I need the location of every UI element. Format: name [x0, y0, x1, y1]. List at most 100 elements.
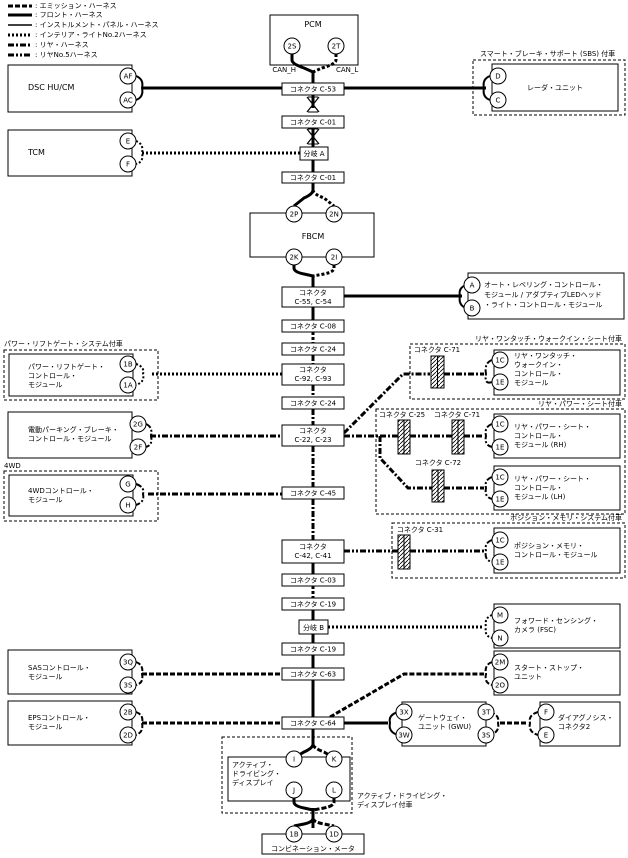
- tcm-label: TCM: [27, 148, 45, 157]
- svg-text:コントロール・: コントロール・: [514, 432, 563, 440]
- svg-text:ウォークイン・: ウォークイン・: [514, 361, 563, 369]
- legend-front: : フロント・ハーネス: [35, 11, 103, 19]
- svg-text:コネクタ C-19: コネクタ C-19: [290, 645, 336, 654]
- dsc-pin-ac: AC: [123, 97, 133, 105]
- ss-pin-2m: 2M: [495, 659, 506, 667]
- startstop-module: 2M 2O スタート・ストップ・ ユニット: [484, 650, 621, 696]
- svg-text:C-55, C-54: C-55, C-54: [294, 298, 332, 306]
- svg-text:ユニット (GWU): ユニット (GWU): [418, 723, 471, 731]
- liftgate-group-label: パワー・リフトゲート・システム付車: [4, 339, 123, 348]
- svg-text:分岐 A: 分岐 A: [303, 149, 324, 158]
- fbcm-pin-2k: 2K: [289, 254, 298, 262]
- svg-text:リヤ・パワー・シート・: リヤ・パワー・シート・: [514, 423, 591, 431]
- memory-conn-label: コネクタ C-31: [397, 525, 443, 534]
- svg-text:モジュール (RH): モジュール (RH): [514, 441, 567, 449]
- svg-text:ディスプレイ: ディスプレイ: [232, 778, 274, 787]
- gwu-module: 3X 3W 3T 3S ゲートウェイ・ ユニット (GWU): [388, 701, 500, 747]
- svg-text:コネクタ C-53: コネクタ C-53: [290, 85, 336, 94]
- memory-group-label: ポジション・メモリ・システム付車: [510, 513, 622, 522]
- ss-pin-2o: 2O: [495, 682, 505, 690]
- rh-pin-1c: 1C: [495, 421, 504, 429]
- svg-text:リヤ・パワー・シート・: リヤ・パワー・シート・: [514, 475, 591, 483]
- svg-text:コントロール・: コントロール・: [28, 372, 77, 380]
- svg-text:モジュール: モジュール: [28, 723, 63, 731]
- meter-pin-1b: 1B: [289, 831, 298, 839]
- memory-pin-1c: 1C: [495, 537, 504, 545]
- svg-text:ユニット: ユニット: [514, 673, 542, 681]
- connector-c03: コネクタ C-03: [281, 573, 345, 587]
- connector-c01-upper: コネクタ C-01: [281, 115, 345, 129]
- connector-c63: コネクタ C-63: [281, 667, 345, 681]
- fsc-pin-m: M: [497, 612, 503, 620]
- svg-text:モジュール: モジュール: [28, 381, 63, 389]
- svg-text:C-22, C-23: C-22, C-23: [294, 436, 331, 444]
- svg-text:コネクタ: コネクタ: [299, 288, 327, 297]
- liftgate-pin-1a: 1A: [123, 382, 132, 390]
- onetouch-pin-1e: 1E: [496, 379, 505, 387]
- svg-text:コネクタ C-24: コネクタ C-24: [290, 399, 337, 408]
- radar-label: レーダ・ユニット: [527, 83, 583, 92]
- connector-c19-lower: コネクタ C-19: [281, 642, 345, 656]
- svg-text:コネクタ: コネクタ: [299, 365, 327, 374]
- ad-group-label-2: ディスプレイ付車: [357, 800, 413, 809]
- awd-pin-h: H: [125, 502, 130, 510]
- svg-text:アクティブ・: アクティブ・: [232, 760, 273, 769]
- legend-emission: : エミッション・ハーネス: [35, 2, 117, 10]
- dsc-module: DSC HU/CM AF AC: [7, 64, 144, 113]
- eps-pin-2d: 2D: [123, 732, 133, 740]
- ad-pin-k: K: [332, 756, 337, 764]
- svg-text:コネクタ C-19: コネクタ C-19: [290, 600, 336, 609]
- split-a: 分岐 A: [299, 146, 329, 161]
- svg-text:コネクタ C-63: コネクタ C-63: [290, 670, 336, 679]
- svg-text:コネクタ C-24: コネクタ C-24: [290, 345, 337, 354]
- gwu-pin-3w: 3W: [398, 732, 409, 740]
- ad-pin-j: J: [292, 787, 295, 795]
- memory-pin-1e: 1E: [496, 559, 505, 567]
- autolevel-pin-a: A: [470, 282, 475, 290]
- svg-text:スタート・ストップ・: スタート・ストップ・: [514, 663, 584, 672]
- connector-c24-upper: コネクタ C-24: [281, 342, 345, 356]
- powerseat-group-label: リヤ・パワー・シート付車: [538, 399, 622, 408]
- connector-c42-c41: コネクタ C-42, C-41: [281, 539, 345, 564]
- dsc-label: DSC HU/CM: [28, 83, 75, 92]
- fbcm-label: FBCM: [302, 232, 325, 241]
- svg-text:ドライビング・: ドライビング・: [232, 769, 281, 778]
- eps-module: EPSコントロール・ モジュール 2B 2D: [7, 700, 144, 746]
- svg-text:モジュール: モジュール: [28, 673, 63, 681]
- legend-instrument: : インストルメント・パネル・ハーネス: [35, 21, 158, 29]
- powerseat-conn-c25: コネクタ C-25: [379, 410, 425, 419]
- onetouch-pin-1c: 1C: [495, 357, 504, 365]
- svg-text:C-92, C-93: C-92, C-93: [294, 375, 331, 383]
- tcm-module: TCM E F: [7, 129, 144, 177]
- svg-text:コントロール・: コントロール・: [514, 484, 563, 492]
- connector-c92-c93: コネクタ C-92, C-93: [281, 363, 345, 386]
- diag-pin-f: F: [544, 709, 548, 717]
- svg-text:ポジション・メモリ・: ポジション・メモリ・: [514, 542, 584, 550]
- svg-text:リヤ・ワンタッチ・: リヤ・ワンタッチ・: [514, 351, 577, 360]
- diag-module: F E ダイアグノシス・ コネクタ2: [528, 701, 621, 747]
- svg-text:SASコントロール・: SASコントロール・: [28, 664, 91, 672]
- powerseat-group: リヤ・パワー・シート付車 コネクタ C-25 コネクタ C-71 コネクタ C-…: [375, 399, 626, 515]
- svg-text:コネクタ: コネクタ: [299, 542, 327, 551]
- ad-group-label-1: アクティブ・ドライビング・: [357, 791, 447, 800]
- pcm-label: PCM: [304, 20, 321, 29]
- svg-text:コントロール・: コントロール・: [514, 370, 563, 378]
- fsc-pin-n: N: [497, 635, 502, 643]
- svg-text:コネクタ C-45: コネクタ C-45: [290, 489, 336, 498]
- dsc-pin-af: AF: [124, 73, 133, 81]
- connector-c64: コネクタ C-64: [281, 716, 345, 730]
- svg-text:EPSコントロール・: EPSコントロール・: [28, 714, 90, 722]
- connector-c55-c54: コネクタ C-55, C-54: [281, 286, 345, 308]
- svg-text:コネクタ2: コネクタ2: [558, 722, 590, 731]
- svg-text:カメラ (FSC): カメラ (FSC): [514, 626, 556, 634]
- ad-pin-i: I: [293, 756, 295, 764]
- radar-pin-c: C: [496, 97, 501, 105]
- pcm-module: PCM 2S 2T CAN_H CAN_L: [269, 14, 359, 85]
- liftgate-pin-1b: 1B: [123, 361, 132, 369]
- radar-group-label: スマート・ブレーキ・サポート (SBS) 付車: [480, 49, 615, 58]
- tcm-pin-f: F: [126, 161, 130, 169]
- onetouch-group: リヤ・ワンタッチ・ウォークイン・シート付車 コネクタ C-71 1C 1E リヤ…: [409, 334, 626, 400]
- connector-c53: コネクタ C-53: [281, 82, 345, 96]
- svg-text:分岐 B: 分岐 B: [303, 623, 324, 632]
